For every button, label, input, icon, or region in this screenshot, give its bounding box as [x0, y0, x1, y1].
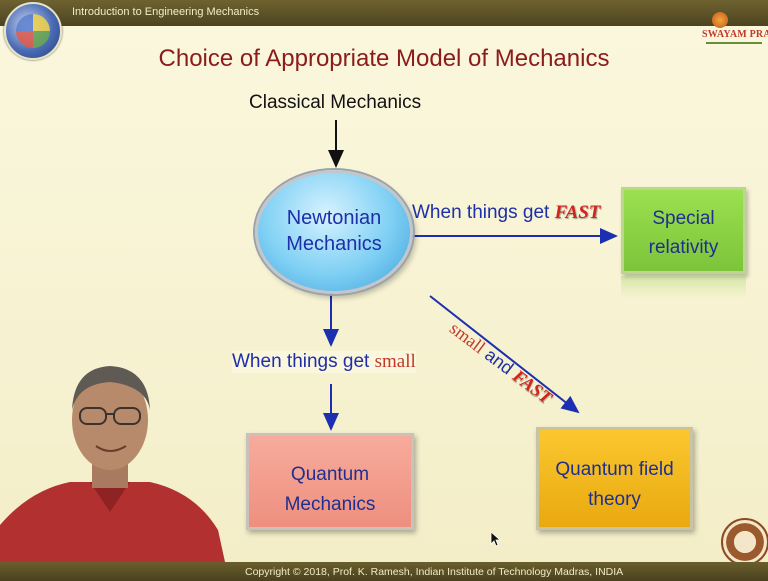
arrow-newtonian-to-qft: [429, 295, 580, 414]
special-line2: relativity: [648, 237, 719, 258]
small-word: small: [374, 351, 416, 372]
newtonian-line1: Newtonian: [286, 207, 382, 229]
special-line1: Special: [652, 208, 715, 229]
slide-title: Choice of Appropriate Model of Mechanics: [158, 45, 610, 72]
presenter-video: [0, 350, 225, 562]
when-fast-text: When things get: [412, 202, 555, 223]
quantum-line2: Mechanics: [284, 494, 376, 515]
when-small-text: When things get: [232, 351, 375, 372]
special-relativity-reflection: [621, 276, 746, 298]
when-small-label: When things get small: [232, 351, 416, 373]
special-relativity-node: Special relativity: [621, 187, 746, 274]
quantum-field-theory-node: Quantum field theory: [536, 427, 693, 530]
copyright-text: Copyright © 2018, Prof. K. Ramesh, India…: [245, 566, 624, 578]
newtonian-mechanics-node: Newtonian Mechanics: [255, 170, 413, 294]
quantum-line1: Quantum: [290, 464, 370, 485]
iit-madras-seal-icon: [721, 518, 768, 566]
newtonian-line2: Mechanics: [286, 233, 382, 255]
swayam-prabha-logo-icon: SWAYAM PRABHA: [702, 12, 768, 48]
swayam-prabha-text: SWAYAM PRABHA: [702, 29, 768, 40]
qft-line2: theory: [588, 489, 641, 510]
top-bar: Introduction to Engineering Mechanics: [0, 0, 768, 26]
course-logo-icon: [4, 2, 62, 60]
course-title: Introduction to Engineering Mechanics: [72, 6, 260, 18]
quantum-mechanics-node: Quantum Mechanics: [246, 433, 414, 530]
qft-line1: Quantum field: [555, 459, 674, 480]
bottom-bar: Copyright © 2018, Prof. K. Ramesh, India…: [0, 562, 768, 581]
fast-word: FAST: [554, 202, 601, 223]
when-fast-label: When things get FAST: [412, 202, 600, 224]
classical-mechanics-label: Classical Mechanics: [249, 92, 422, 113]
mouse-cursor-icon: [490, 531, 502, 547]
